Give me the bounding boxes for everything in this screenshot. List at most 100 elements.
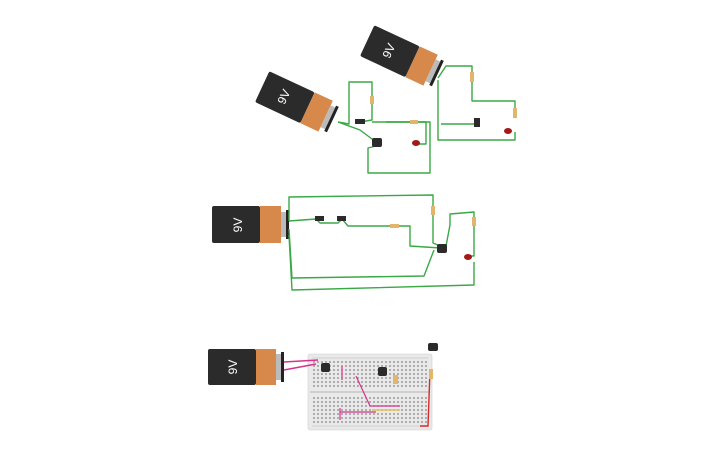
breadboard-hole[interactable] (381, 401, 383, 403)
breadboard-hole[interactable] (385, 377, 387, 379)
breadboard-hole[interactable] (397, 397, 399, 399)
breadboard-hole[interactable] (333, 381, 335, 383)
breadboard-hole[interactable] (413, 409, 415, 411)
breadboard-hole[interactable] (361, 365, 363, 367)
breadboard-hole[interactable] (425, 413, 427, 415)
breadboard-hole[interactable] (357, 365, 359, 367)
breadboard-hole[interactable] (425, 365, 427, 367)
breadboard-hole[interactable] (329, 409, 331, 411)
breadboard-hole[interactable] (313, 369, 315, 371)
breadboard-hole[interactable] (353, 361, 355, 363)
breadboard-hole[interactable] (421, 421, 423, 423)
breadboard-hole[interactable] (417, 417, 419, 419)
breadboard-hole[interactable] (405, 417, 407, 419)
breadboard-hole[interactable] (405, 377, 407, 379)
breadboard-hole[interactable] (313, 397, 315, 399)
breadboard-hole[interactable] (357, 369, 359, 371)
breadboard-hole[interactable] (321, 361, 323, 363)
breadboard-hole[interactable] (321, 385, 323, 387)
breadboard-hole[interactable] (421, 397, 423, 399)
breadboard-hole[interactable] (365, 361, 367, 363)
breadboard-hole[interactable] (325, 417, 327, 419)
breadboard-hole[interactable] (337, 381, 339, 383)
breadboard-hole[interactable] (409, 361, 411, 363)
breadboard-hole[interactable] (425, 385, 427, 387)
breadboard-hole[interactable] (317, 381, 319, 383)
breadboard-hole[interactable] (325, 381, 327, 383)
breadboard-hole[interactable] (425, 373, 427, 375)
resistor-2a[interactable] (390, 224, 399, 228)
breadboard-hole[interactable] (393, 373, 395, 375)
breadboard-hole[interactable] (397, 365, 399, 367)
breadboard-hole[interactable] (409, 373, 411, 375)
breadboard-hole[interactable] (425, 417, 427, 419)
breadboard-hole[interactable] (401, 373, 403, 375)
breadboard-hole[interactable] (333, 369, 335, 371)
breadboard-hole[interactable] (405, 381, 407, 383)
breadboard-hole[interactable] (421, 377, 423, 379)
push-button-2[interactable] (474, 118, 480, 127)
breadboard-hole[interactable] (357, 405, 359, 407)
breadboard-hole[interactable] (317, 409, 319, 411)
breadboard-hole[interactable] (317, 401, 319, 403)
breadboard-hole[interactable] (321, 377, 323, 379)
breadboard-hole[interactable] (405, 397, 407, 399)
breadboard-hole[interactable] (381, 413, 383, 415)
breadboard-hole[interactable] (313, 385, 315, 387)
breadboard-hole[interactable] (373, 373, 375, 375)
breadboard-hole[interactable] (425, 421, 427, 423)
breadboard-hole[interactable] (421, 385, 423, 387)
breadboard-hole[interactable] (421, 365, 423, 367)
breadboard-hole[interactable] (317, 421, 319, 423)
breadboard-hole[interactable] (345, 361, 347, 363)
breadboard-hole[interactable] (373, 385, 375, 387)
breadboard-hole[interactable] (397, 417, 399, 419)
breadboard-hole[interactable] (365, 417, 367, 419)
breadboard-hole[interactable] (345, 401, 347, 403)
breadboard-hole[interactable] (353, 365, 355, 367)
breadboard-hole[interactable] (321, 401, 323, 403)
breadboard-hole[interactable] (393, 401, 395, 403)
breadboard-hole[interactable] (377, 421, 379, 423)
breadboard-hole[interactable] (313, 373, 315, 375)
breadboard-hole[interactable] (413, 369, 415, 371)
resistor-1c[interactable] (470, 72, 474, 82)
breadboard-hole[interactable] (361, 409, 363, 411)
breadboard-hole[interactable] (365, 381, 367, 383)
breadboard-hole[interactable] (401, 405, 403, 407)
breadboard-hole[interactable] (369, 373, 371, 375)
breadboard-hole[interactable] (365, 405, 367, 407)
breadboard-hole[interactable] (373, 365, 375, 367)
breadboard-hole[interactable] (357, 417, 359, 419)
breadboard-hole[interactable] (413, 401, 415, 403)
breadboard-hole[interactable] (385, 381, 387, 383)
breadboard-hole[interactable] (313, 417, 315, 419)
breadboard-hole[interactable] (409, 365, 411, 367)
breadboard-hole[interactable] (349, 377, 351, 379)
breadboard-hole[interactable] (325, 405, 327, 407)
breadboard-hole[interactable] (409, 405, 411, 407)
breadboard-hole[interactable] (329, 417, 331, 419)
breadboard-hole[interactable] (405, 409, 407, 411)
breadboard-hole[interactable] (397, 373, 399, 375)
breadboard-hole[interactable] (421, 381, 423, 383)
breadboard-hole[interactable] (417, 377, 419, 379)
breadboard-hole[interactable] (377, 377, 379, 379)
resistor-1b[interactable] (410, 120, 418, 124)
breadboard-hole[interactable] (377, 413, 379, 415)
breadboard-hole[interactable] (373, 397, 375, 399)
breadboard-hole[interactable] (353, 397, 355, 399)
breadboard-hole[interactable] (333, 385, 335, 387)
breadboard-hole[interactable] (325, 413, 327, 415)
breadboard-hole[interactable] (377, 401, 379, 403)
breadboard-hole[interactable] (369, 381, 371, 383)
breadboard-hole[interactable] (321, 405, 323, 407)
breadboard-hole[interactable] (397, 369, 399, 371)
breadboard-hole[interactable] (421, 413, 423, 415)
breadboard-hole[interactable] (369, 377, 371, 379)
breadboard-hole[interactable] (373, 413, 375, 415)
breadboard-hole[interactable] (409, 417, 411, 419)
resistor-1a[interactable] (370, 96, 374, 104)
breadboard-hole[interactable] (393, 369, 395, 371)
